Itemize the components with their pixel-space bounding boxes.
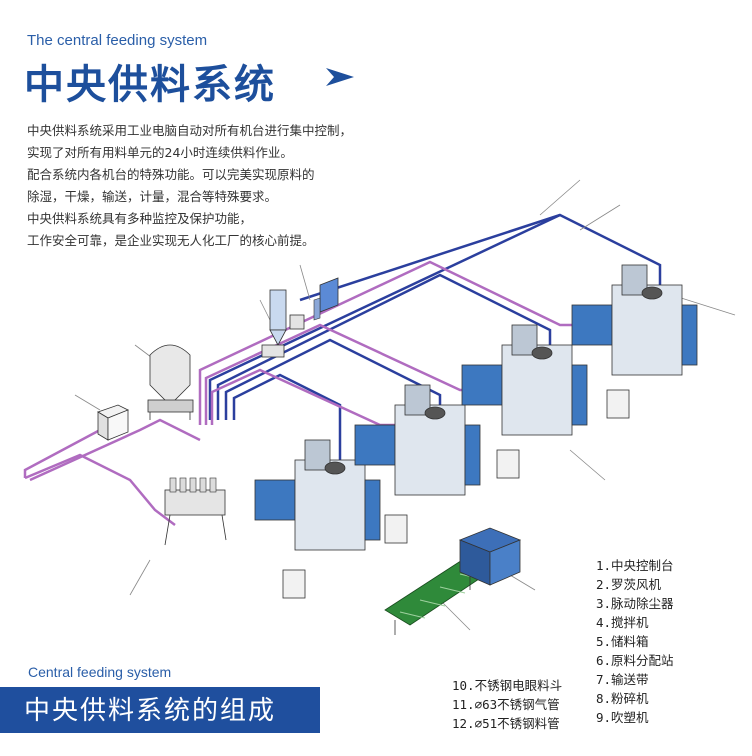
legend-item: 6.原料分配站 — [596, 653, 674, 668]
feeding-system-diagram — [23, 179, 736, 635]
central-control-console — [313, 277, 339, 321]
legend-components: 1.中央控制台 2.罗茨风机 3.脉动除尘器 4.搅拌机 5.储料箱 6.原料分… — [596, 555, 674, 726]
intro-text: 中央供料系统采用工业电脑自动对所有机台进行集中控制， 实现了对所有用料单元的24… — [27, 120, 387, 252]
legend-item: 7.输送带 — [596, 672, 649, 687]
intro-line: 工作安全可靠，是企业实现无人化工厂的核心前提。 — [27, 233, 315, 248]
intro-line: 中央供料系统具有多种监控及保护功能， — [27, 211, 253, 226]
mixer — [147, 344, 194, 420]
legend-item: 3.脉动除尘器 — [596, 596, 674, 611]
intro-line: 实现了对所有用料单元的24小时连续供料作业。 — [27, 145, 293, 160]
footer-title: 中央供料系统的组成 — [24, 696, 277, 726]
legend-item: 1.中央控制台 — [596, 558, 674, 573]
page-title: 中央供料系统 — [24, 62, 276, 108]
legend-item: 5.储料箱 — [596, 634, 649, 649]
blow-molding-machine — [461, 324, 588, 479]
intro-line: 除湿，干燥，输送，计量，混合等特殊要求。 — [27, 189, 278, 204]
arrow-right-icon — [326, 68, 354, 86]
crusher — [458, 527, 522, 586]
intro-line: 配合系统内各机台的特殊功能。可以完美实现原料的 — [27, 167, 315, 182]
legend-item: 4.搅拌机 — [596, 615, 649, 630]
blow-molding-machine — [571, 264, 698, 419]
legend-item: 11.⌀63不锈钢气管 — [452, 697, 560, 712]
storage-box — [97, 404, 129, 441]
legend-item: 10.不锈钢电眼料斗 — [452, 678, 563, 693]
legend-item: 12.⌀51不锈钢料管 — [452, 716, 560, 731]
pipe-network-blue — [208, 213, 662, 460]
legend-item: 8.粉碎机 — [596, 691, 649, 706]
intro-line: 中央供料系统采用工业电脑自动对所有机台进行集中控制， — [27, 123, 353, 138]
leader-lines — [74, 179, 736, 631]
blow-molding-machine — [354, 384, 481, 544]
roots-blower-dust-collector — [261, 289, 305, 358]
blow-molding-machine — [254, 439, 381, 599]
material-distribution-station — [164, 477, 227, 546]
footer-subtitle-en: Central feeding system — [28, 664, 172, 680]
legend-pipes: 10.不锈钢电眼料斗 11.⌀63不锈钢气管 12.⌀51不锈钢料管 — [452, 675, 562, 732]
header-subtitle-en: The central feeding system — [27, 32, 208, 49]
legend-item: 2.罗茨风机 — [596, 577, 662, 592]
footer-title-bar — [0, 687, 320, 733]
legend-item: 9.吹塑机 — [596, 710, 649, 725]
